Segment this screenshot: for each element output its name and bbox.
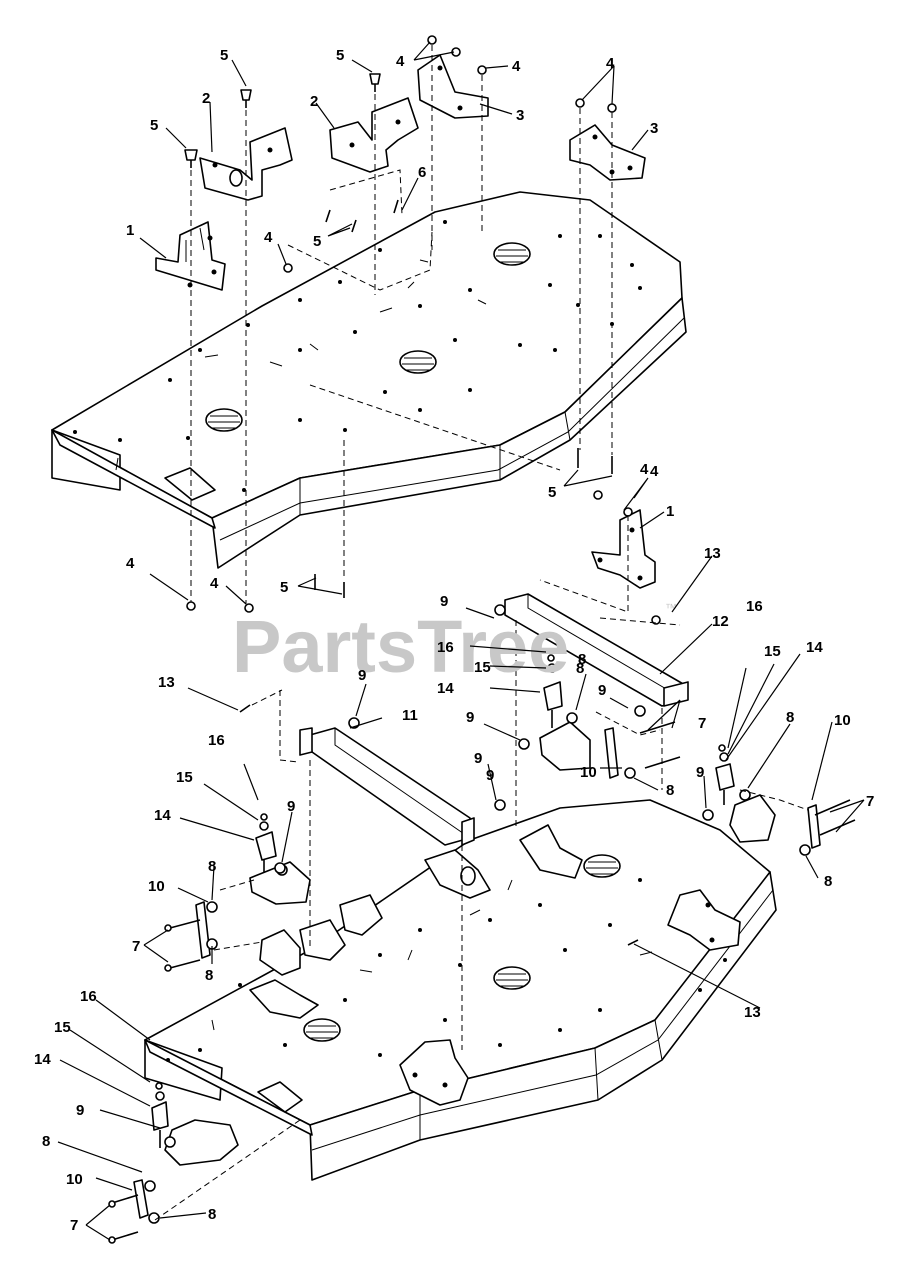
callout-9: 9 (358, 667, 366, 684)
callout-15: 15 (176, 769, 193, 786)
callout-10: 10 (66, 1171, 83, 1188)
callout-4: 4 (650, 463, 659, 480)
callout-9: 9 (486, 767, 494, 784)
callout-12: 12 (712, 613, 729, 630)
lower-hardware (239, 704, 639, 946)
callout-1: 1 (126, 222, 134, 239)
callout-10: 10 (834, 712, 851, 729)
leader-lines (57, 41, 865, 1241)
callout-9: 9 (598, 682, 606, 699)
upper-mower-deck (51, 191, 687, 569)
callout-14: 14 (806, 639, 823, 656)
callout-9: 9 (440, 593, 448, 610)
callout-3: 3 (650, 120, 658, 137)
callout-16: 16 (208, 732, 225, 749)
upper-right-rear-bracket (569, 124, 646, 181)
callout-7: 7 (132, 938, 140, 955)
callout-8: 8 (824, 873, 832, 890)
callout-8: 8 (208, 1206, 216, 1223)
left-deck-hanger-bar (299, 727, 475, 846)
left-rear-hanger-link (164, 813, 311, 972)
callout-15: 15 (474, 659, 491, 676)
callout-15: 15 (764, 643, 781, 660)
callout-16: 16 (80, 988, 97, 1005)
callout-8: 8 (576, 660, 584, 677)
callout-5: 5 (313, 233, 321, 250)
callout-2: 2 (202, 90, 210, 107)
callout-13: 13 (744, 1004, 761, 1021)
callout-13: 13 (158, 674, 175, 691)
upper-center-rear-bracket (417, 54, 489, 119)
callout-8: 8 (208, 858, 216, 875)
left-front-hanger-link (108, 1082, 239, 1244)
callout-8: 8 (205, 967, 213, 984)
callout-9: 9 (466, 709, 474, 726)
callout-7: 7 (70, 1217, 78, 1234)
callout-8: 8 (786, 709, 794, 726)
callout-5: 5 (548, 484, 556, 501)
left-deck-hanger-bracket (199, 127, 293, 201)
callout-11: 11 (402, 707, 418, 724)
callout-14: 14 (34, 1051, 51, 1068)
right-rear-hanger-link (702, 744, 856, 856)
watermark-text: PartsTree (232, 605, 569, 688)
callout-9: 9 (76, 1102, 84, 1119)
callout-9: 9 (474, 750, 482, 767)
callout-10: 10 (580, 764, 597, 781)
callout-4: 4 (512, 58, 521, 75)
callout-2: 2 (310, 93, 318, 110)
callout-4: 4 (606, 55, 615, 72)
callout-4: 4 (396, 53, 405, 70)
callout-14: 14 (437, 680, 454, 697)
callout-10: 10 (148, 878, 165, 895)
callout-1: 1 (666, 503, 674, 520)
callout-5: 5 (336, 47, 344, 64)
center-deck-hanger-bracket (329, 97, 419, 173)
callout-8: 8 (578, 651, 586, 668)
callout-4: 4 (126, 555, 135, 572)
upper-alignment-lines (190, 45, 629, 613)
callout-16: 16 (437, 639, 454, 656)
callout-6: 6 (418, 164, 426, 181)
callout-8: 8 (42, 1133, 50, 1150)
lower-mower-deck (144, 799, 777, 1181)
callout-4: 4 (264, 229, 273, 246)
callout-9: 9 (287, 798, 295, 815)
callout-7: 7 (866, 793, 874, 810)
callout-14: 14 (154, 807, 171, 824)
callout-8: 8 (666, 782, 674, 799)
callout-15: 15 (54, 1019, 71, 1036)
callout-5: 5 (150, 117, 158, 134)
lower-alignment-lines (154, 617, 809, 1221)
callout-numbers: 5 5 5 2 2 4 4 3 4 3 1 4 5 6 5 4 1 4 4 5 … (34, 47, 874, 1234)
watermark-trademark: ™ (665, 601, 677, 615)
upper-right-front-bracket (591, 509, 656, 589)
callout-13: 13 (704, 545, 721, 562)
callout-4: 4 (210, 575, 219, 592)
callout-3: 3 (516, 107, 524, 124)
callout-5: 5 (220, 47, 228, 64)
callout-9: 9 (696, 764, 704, 781)
callout-5: 5 (280, 579, 288, 596)
callout-16: 16 (746, 598, 763, 615)
callout-7: 7 (698, 715, 706, 732)
right-deck-hanger-bar (504, 593, 689, 707)
center-hanger-link (494, 604, 681, 811)
callout-4: 4 (640, 461, 649, 478)
